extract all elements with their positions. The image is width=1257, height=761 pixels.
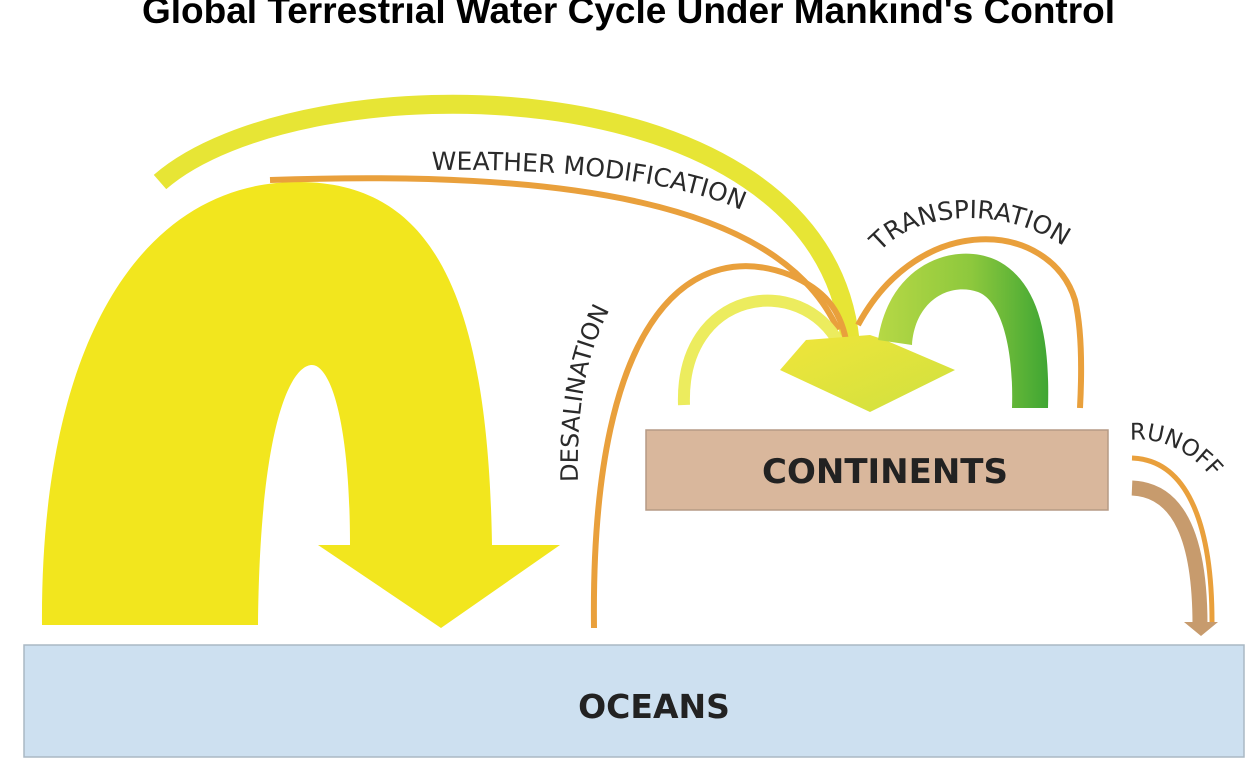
oceans-box (23, 644, 1245, 758)
managed-transpiration-flow (855, 236, 1085, 409)
ocean-to-continents-precipitation-flow (153, 94, 860, 342)
desalination-flow (590, 263, 849, 629)
continental-recycling-flow (677, 294, 846, 406)
managed-runoff-flow (1131, 455, 1215, 623)
runoff-flow (1131, 480, 1208, 626)
precipitation-arrow (780, 335, 955, 412)
oceans-label: OCEANS (578, 687, 730, 726)
runoff-arrow (1184, 622, 1218, 636)
runoff-label: RUNOFF (1130, 419, 1227, 482)
ocean-water-cycle-arch (41, 181, 561, 628)
continents-label: CONTINENTS (762, 452, 1008, 492)
page-title: Global Terrestrial Water Cycle Under Man… (141, 0, 1116, 31)
continents-box (645, 429, 1109, 511)
transpiration-flow (878, 253, 1049, 408)
transpiration-label: TRANSPIRATION (863, 195, 1075, 257)
